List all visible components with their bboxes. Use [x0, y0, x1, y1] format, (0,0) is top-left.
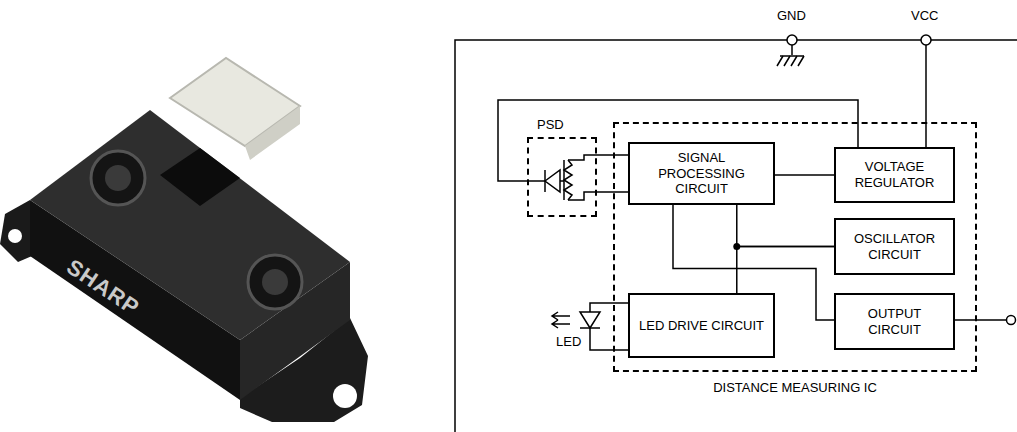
dashed-outline [527, 137, 597, 217]
ic-boundary: DISTANCE MEASURING IC SIGNAL PROCESSING C… [613, 122, 977, 412]
terminal [787, 35, 797, 45]
block-label: OUTPUT CIRCUIT [841, 306, 948, 337]
led-symbol [552, 312, 600, 328]
terminal [921, 35, 931, 45]
block-heading: DISTANCE MEASURING IC [613, 380, 977, 395]
process-box: OUTPUT CIRCUIT [834, 293, 955, 350]
block-label: VOLTAGE REGULATOR [841, 159, 948, 190]
sensor-photo [0, 58, 368, 422]
pin-name: VCC [911, 8, 938, 24]
block-label: OSCILLATOR CIRCUIT [841, 231, 948, 262]
component-name: LED [556, 334, 581, 350]
psd-boundary: PSD [527, 116, 597, 217]
pin-name: GND [777, 8, 806, 24]
block-label: SIGNAL PROCESSING CIRCUIT [635, 150, 768, 197]
wire-connector [775, 174, 834, 176]
process-box: VOLTAGE REGULATOR [834, 147, 955, 203]
block-label: LED DRIVE CIRCUIT [639, 318, 764, 334]
photodiode-symbol [545, 160, 572, 200]
terminal [1007, 316, 1016, 325]
wire-connector [737, 247, 834, 294]
wires [455, 40, 1017, 432]
process-box: SIGNAL PROCESSING CIRCUIT [628, 142, 775, 205]
process-box: OSCILLATOR CIRCUIT [834, 218, 955, 275]
wire-connector [737, 205, 834, 247]
process-box: LED DRIVE CIRCUIT [628, 293, 775, 358]
block-heading: PSD [537, 117, 564, 132]
junction-dot [733, 243, 740, 250]
